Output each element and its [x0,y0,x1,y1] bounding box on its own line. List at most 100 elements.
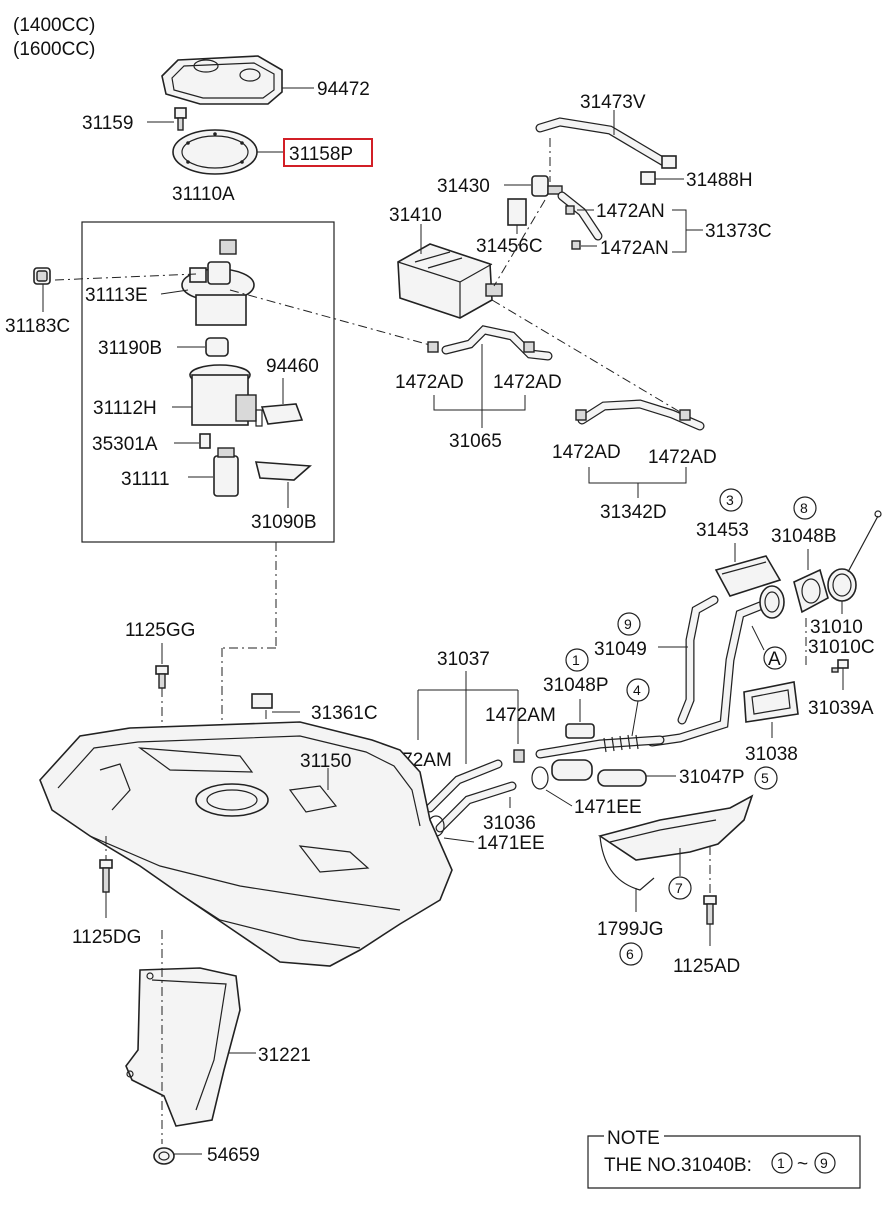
part-label-31473v[interactable]: 31473V [580,92,646,113]
part-label-31047p[interactable]: 31047P [679,767,745,788]
clip-31488h-illustration [640,171,656,185]
ref-number-3: 3 [726,492,734,508]
part-label-1472am-a[interactable]: 1472AM [485,705,556,726]
part-label-31010c[interactable]: 31010C [808,637,875,658]
ref-letter-a: A [768,649,781,670]
part-label-31112h[interactable]: 31112H [93,398,157,419]
part-label-1472an-a[interactable]: 1472AN [596,201,665,222]
part-label-1472an-b[interactable]: 1472AN [600,238,669,259]
ref-circle-a [763,646,787,670]
bolt-1125dg-illustration [99,859,113,893]
part-label-31090b[interactable]: 31090B [251,512,317,533]
part-label-1125ad[interactable]: 1125AD [673,956,740,977]
part-label-1471ee-b[interactable]: 1471EE [477,833,545,854]
part-label-31373c[interactable]: 31373C [705,221,772,242]
part-label-31048p[interactable]: 31048P [543,675,609,696]
ref-circle-1 [565,648,589,672]
ref-number-5: 5 [761,770,769,786]
part-label-31361c[interactable]: 31361C [311,703,378,724]
hose-31373c-illustration [557,191,603,250]
part-label-31183c[interactable]: 31183C [5,316,70,337]
part-label-31113e[interactable]: 31113E [85,285,148,306]
ref-circle-5 [754,766,778,790]
part-label-31342d[interactable]: 31342D [600,502,667,523]
grommet-31183c-illustration [33,267,51,285]
part-label-31049[interactable]: 31049 [594,639,647,660]
ref-circle-3 [719,488,743,512]
part-label-54659[interactable]: 54659 [207,1145,260,1166]
hose-31342d-illustration [575,399,705,431]
note-range-start-circle [771,1152,793,1174]
note-tilde: ~ [797,1154,808,1175]
part-label-31036[interactable]: 31036 [483,813,536,834]
ref-circle-9 [617,612,641,636]
engine-variant-1600cc: (1600CC) [13,39,95,60]
part-label-31065[interactable]: 31065 [449,431,502,452]
pump-body-31112h-illustration [189,364,257,426]
part-label-1472ad-a[interactable]: 1472AD [395,372,464,393]
part-label-31010[interactable]: 31010 [810,617,863,638]
bolt-1125gg-illustration [155,665,169,689]
fuel-cap-31010-illustration [827,510,882,602]
valve-31430-illustration [531,175,563,197]
part-label-31150[interactable]: 31150 [300,751,351,772]
note-range-start: 1 [777,1155,785,1171]
part-label-31190b[interactable]: 31190B [98,338,162,359]
part-label-31430[interactable]: 31430 [437,176,490,197]
bracket-31456c-illustration [507,198,527,226]
note-range-end: 9 [820,1155,828,1171]
gasket-31158p-illustration [172,129,258,175]
part-label-35301a[interactable]: 35301A [92,434,158,455]
part-label-31037[interactable]: 31037 [437,649,490,670]
ref-number-1: 1 [572,652,580,668]
part-35301a-illustration [199,433,211,449]
part-label-94460[interactable]: 94460 [266,356,319,377]
part-label-31453[interactable]: 31453 [696,520,749,541]
part-label-1125gg[interactable]: 1125GG [125,620,195,641]
hose-31036-illustration [425,759,517,833]
hose-31473v-illustration [535,117,677,182]
protector-31221-illustration [125,967,241,1127]
part-label-31159[interactable]: 31159 [82,113,133,134]
ref-circle-8 [793,496,817,520]
nut-54659-illustration [153,1147,175,1165]
note-text: THE NO.31040B: [604,1155,752,1176]
note-box: NOTE THE NO.31040B: 1 ~ 9 [587,1128,861,1189]
part-label-31410[interactable]: 31410 [389,205,442,226]
pump-motor-31111-illustration [213,447,239,497]
ref-circle-7 [668,876,692,900]
part-label-94472[interactable]: 94472 [317,79,370,100]
part-label-1799jg[interactable]: 1799JG [597,919,664,940]
part-label-31456c[interactable]: 31456C [476,236,543,257]
bracket-31361c-illustration [251,693,273,709]
part-label-1471ee-a[interactable]: 1471EE [574,797,642,818]
ref-circle-6 [619,942,643,966]
part-label-31158p[interactable]: 31158P [289,144,353,165]
part-label-1472ad-b[interactable]: 1472AD [493,372,562,393]
pump-module-box [81,221,335,543]
cap-31048p-illustration [565,723,595,739]
hose-31047p-illustration [551,759,647,787]
note-range-end-circle [814,1152,836,1174]
part-label-1472ad-c[interactable]: 1472AD [552,442,621,463]
ref-number-8: 8 [800,500,808,516]
highlight-box-31158p [283,138,373,167]
part-label-31110a[interactable]: 31110A [172,184,235,205]
part-label-31039a[interactable]: 31039A [808,698,874,719]
part-31190b-illustration [205,337,229,357]
part-label-1472ad-d[interactable]: 1472AD [648,447,717,468]
part-label-31111[interactable]: 31111 [121,469,170,490]
bolt-31039a-illustration [831,659,849,673]
part-label-1125dg[interactable]: 1125DG [72,927,141,948]
gasket-31038-illustration [743,681,799,723]
part-label-31221[interactable]: 31221 [258,1045,311,1066]
bolt-1125ad-illustration [703,895,717,925]
part-label-31038[interactable]: 31038 [745,744,798,765]
hose-31065-illustration [427,325,553,361]
part-label-31048b[interactable]: 31048B [771,526,837,547]
cover-94472-illustration [161,55,283,105]
filler-housing-31453-illustration [714,555,782,597]
part-label-31488h[interactable]: 31488H [686,170,753,191]
filler-neck-31049-illustration [647,585,785,747]
